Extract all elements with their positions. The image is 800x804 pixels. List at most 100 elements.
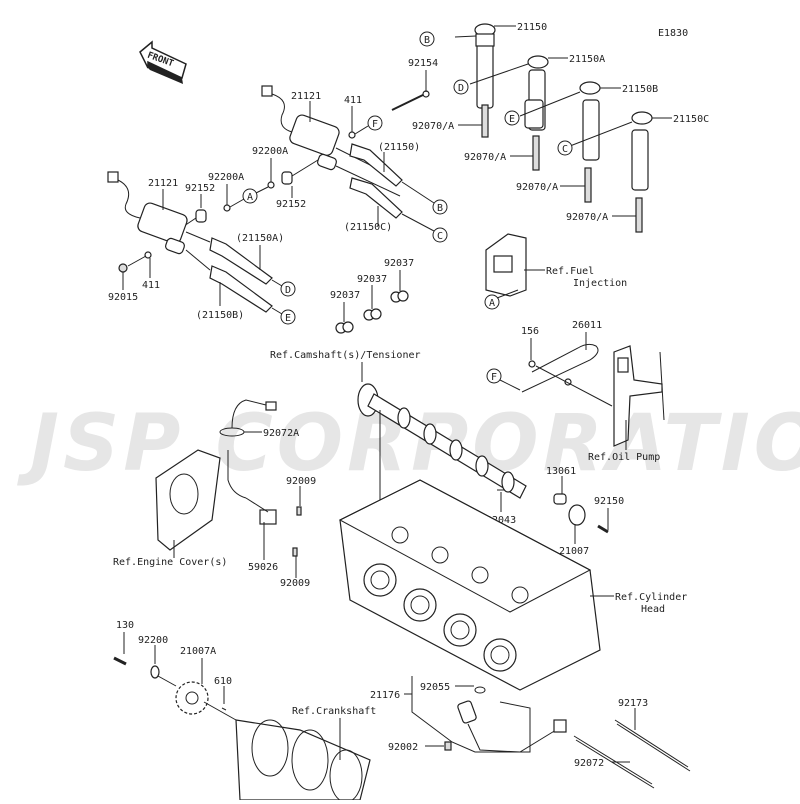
callout-92015: 92015 <box>108 292 138 303</box>
clamp-92037-1[interactable] <box>335 321 354 334</box>
ref-engine-cover[interactable]: Ref.Engine Cover(s) <box>113 557 227 568</box>
callout-92072a: 92072A <box>263 428 299 439</box>
bolt-130[interactable] <box>113 656 127 666</box>
ignition-coil-lower[interactable] <box>107 171 273 313</box>
sensor-59026[interactable] <box>227 450 277 525</box>
tie-92173[interactable] <box>614 719 691 772</box>
nut-92015[interactable] <box>118 263 128 273</box>
bolt-92150[interactable] <box>597 524 609 534</box>
svg-text:C: C <box>437 231 443 242</box>
crankshaft <box>235 719 371 803</box>
ref-oil-pump[interactable]: Ref.Oil Pump <box>588 452 660 463</box>
bolt-92009-lower[interactable] <box>292 547 298 557</box>
callout-92070-3: 92070/A <box>516 182 558 193</box>
clamp-92037-2[interactable] <box>363 308 382 321</box>
spark-plug-3[interactable] <box>560 167 592 203</box>
ref-fuel-injection-line2[interactable]: Injection <box>573 278 627 289</box>
ref-crankshaft[interactable]: Ref.Crankshaft <box>292 706 376 717</box>
callout-92200a-upper: 92200A <box>252 146 288 157</box>
callout-21007: 21007 <box>559 546 589 557</box>
stick-coil-21150C[interactable] <box>569 111 672 191</box>
callout-92200: 92200 <box>138 635 168 646</box>
clamp-92037-3[interactable] <box>390 290 409 303</box>
callout-610: 610 <box>214 676 232 687</box>
callout-21007a: 21007A <box>180 646 216 657</box>
ref-cylinder-head-line1[interactable]: Ref.Cylinder <box>615 592 687 603</box>
callout-13061: 13061 <box>546 466 576 477</box>
bolt-92154[interactable] <box>391 70 430 111</box>
callout-21121-lower: 21121 <box>148 178 178 189</box>
callout-92070-2: 92070/A <box>464 152 506 163</box>
callout-92009-upper: 92009 <box>286 476 316 487</box>
washer-92200a-upper[interactable] <box>267 181 275 189</box>
connector-d-lower: D <box>280 281 296 297</box>
washer-92200a-lower[interactable] <box>223 204 231 212</box>
ignition-coil-upper[interactable] <box>261 85 403 226</box>
svg-text:A: A <box>247 192 253 203</box>
cap-21007[interactable] <box>568 504 586 526</box>
connector-c-upper: C <box>557 140 573 156</box>
washer-92200[interactable] <box>150 665 160 679</box>
callout-92152-upper: 92152 <box>276 199 306 210</box>
svg-text:B: B <box>437 203 443 214</box>
svg-text:D: D <box>285 285 291 296</box>
oring-92055[interactable] <box>474 686 486 694</box>
callout-92200a-lower: 92200A <box>208 172 244 183</box>
plug-13061[interactable] <box>553 493 567 505</box>
callout-92152-lower: 92152 <box>185 183 215 194</box>
svg-text:B: B <box>424 35 430 46</box>
callout-92150: 92150 <box>594 496 624 507</box>
callout-92037-3: 92037 <box>384 258 414 269</box>
callout-21121-upper: 21121 <box>291 91 321 102</box>
svg-text:F: F <box>372 119 378 130</box>
svg-text:D: D <box>458 83 464 94</box>
callout-21150b-paren: (21150B) <box>196 310 244 321</box>
callout-92070-4: 92070/A <box>566 212 608 223</box>
washer-411-lower[interactable] <box>144 251 152 259</box>
stick-coil-21150A[interactable] <box>469 55 568 131</box>
cylinder-head <box>338 479 601 691</box>
connector-b-mid: B <box>432 199 448 215</box>
connector-b-upper: B <box>419 31 435 47</box>
callout-156: 156 <box>521 326 539 337</box>
connector-f-lower: F <box>486 368 502 384</box>
stick-coil-21150B[interactable] <box>519 81 621 161</box>
callout-21150a: 21150A <box>569 54 605 65</box>
sprocket-21007a[interactable] <box>175 681 209 715</box>
front-arrow-icon: FRONT <box>139 40 187 84</box>
callout-26011: 26011 <box>572 320 602 331</box>
connector-a-mid: A <box>242 188 258 204</box>
callout-21150c: 21150C <box>673 114 709 125</box>
callout-92154: 92154 <box>408 58 438 69</box>
camshaft <box>357 383 527 499</box>
callout-21176: 21176 <box>370 690 400 701</box>
callout-92002: 92002 <box>388 742 418 753</box>
spark-plug-4[interactable] <box>612 197 643 233</box>
svg-text:F: F <box>491 372 497 383</box>
crank-sensor-21176[interactable] <box>457 700 567 753</box>
oil-pipe-26011[interactable] <box>521 343 599 393</box>
callout-21150c-paren: (21150C) <box>344 222 392 233</box>
spacer-92152-upper[interactable] <box>281 171 293 185</box>
bolt-92009-upper[interactable] <box>296 506 302 516</box>
spark-plug-1[interactable] <box>458 104 489 138</box>
spacer-92152-lower[interactable] <box>195 209 207 223</box>
callout-411-upper: 411 <box>344 95 362 106</box>
svg-text:E: E <box>285 313 291 324</box>
ref-fuel-injection-line1[interactable]: Ref.Fuel <box>546 266 594 277</box>
ref-camshaft[interactable]: Ref.Camshaft(s)/Tensioner <box>270 350 421 361</box>
ref-cylinder-head-line2[interactable]: Head <box>641 604 665 615</box>
svg-text:C: C <box>562 144 568 155</box>
callout-92009-lower: 92009 <box>280 578 310 589</box>
callout-411-lower: 411 <box>142 280 160 291</box>
tie-92072[interactable] <box>573 735 655 789</box>
stick-coil-21150[interactable] <box>454 23 516 109</box>
callout-92173: 92173 <box>618 698 648 709</box>
svg-text:E: E <box>509 114 515 125</box>
washer-411-upper[interactable] <box>348 131 356 139</box>
callout-59026: 59026 <box>248 562 278 573</box>
callout-92055: 92055 <box>420 682 450 693</box>
bolt-92002[interactable] <box>444 741 452 751</box>
spark-plug-2[interactable] <box>510 135 540 171</box>
